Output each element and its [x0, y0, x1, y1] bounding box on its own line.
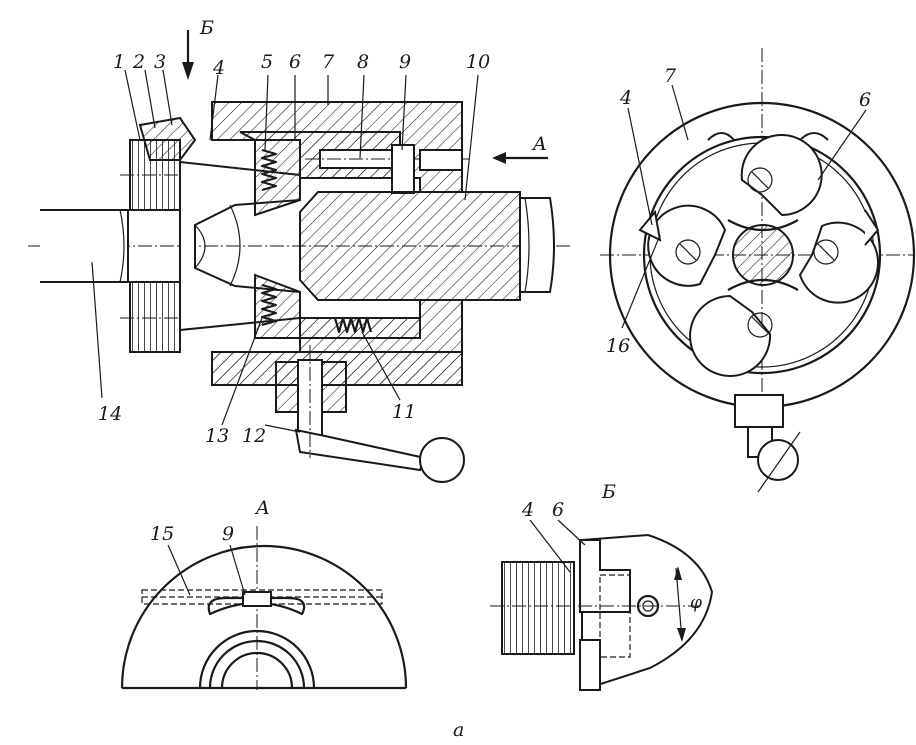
label-8: 8: [357, 51, 369, 73]
label-4: 4: [212, 57, 225, 79]
detent-9: [391, 144, 415, 194]
view-a-label-15: 15: [150, 523, 174, 545]
label-13: 13: [205, 425, 229, 447]
handle-bushing: [734, 394, 784, 428]
workpiece-section: [732, 224, 794, 286]
handle-knob: [757, 439, 799, 481]
view-b-callout: Б: [199, 17, 214, 39]
view-b: Б 4 6 φ: [490, 481, 714, 692]
view-b-label-6: 6: [552, 499, 564, 521]
label-6: 6: [289, 51, 301, 73]
view-b-title: Б: [601, 481, 616, 503]
right-label-4: 4: [619, 87, 632, 109]
spring-13: [260, 283, 278, 327]
roll-holders-6: [647, 134, 880, 377]
main-section-view: 1 2 3 4 5 6 7 8 9 10 11 12 13 14 Б A: [28, 17, 572, 483]
view-a-callout: A: [531, 133, 547, 155]
label-12: 12: [242, 425, 266, 447]
label-3: 3: [154, 51, 166, 73]
label-1: 1: [113, 51, 125, 73]
right-label-16: 16: [606, 335, 630, 357]
figure-caption: a: [453, 719, 464, 741]
label-9: 9: [399, 51, 411, 73]
front-circular-view: 4 7 6 16: [600, 48, 916, 493]
spring-11: [333, 316, 373, 334]
shank-14: [40, 209, 129, 283]
right-label-6: 6: [859, 89, 871, 111]
label-5: 5: [261, 51, 273, 73]
label-10: 10: [466, 51, 490, 73]
arbor-10: [299, 191, 521, 301]
right-label-7: 7: [664, 65, 677, 87]
label-7: 7: [322, 51, 335, 73]
view-a-half-disc: [120, 544, 408, 689]
label-11: 11: [392, 401, 416, 423]
spring-5: [260, 148, 278, 192]
view-a-title: A: [254, 497, 270, 519]
angle-phi: φ: [690, 593, 702, 613]
view-a-label-9: 9: [222, 523, 234, 545]
label-2: 2: [132, 51, 145, 73]
view-b-label-4: 4: [521, 499, 534, 521]
lever-knob: [419, 437, 465, 483]
label-14: 14: [98, 403, 122, 425]
view-a: A 15 9: [120, 497, 408, 690]
